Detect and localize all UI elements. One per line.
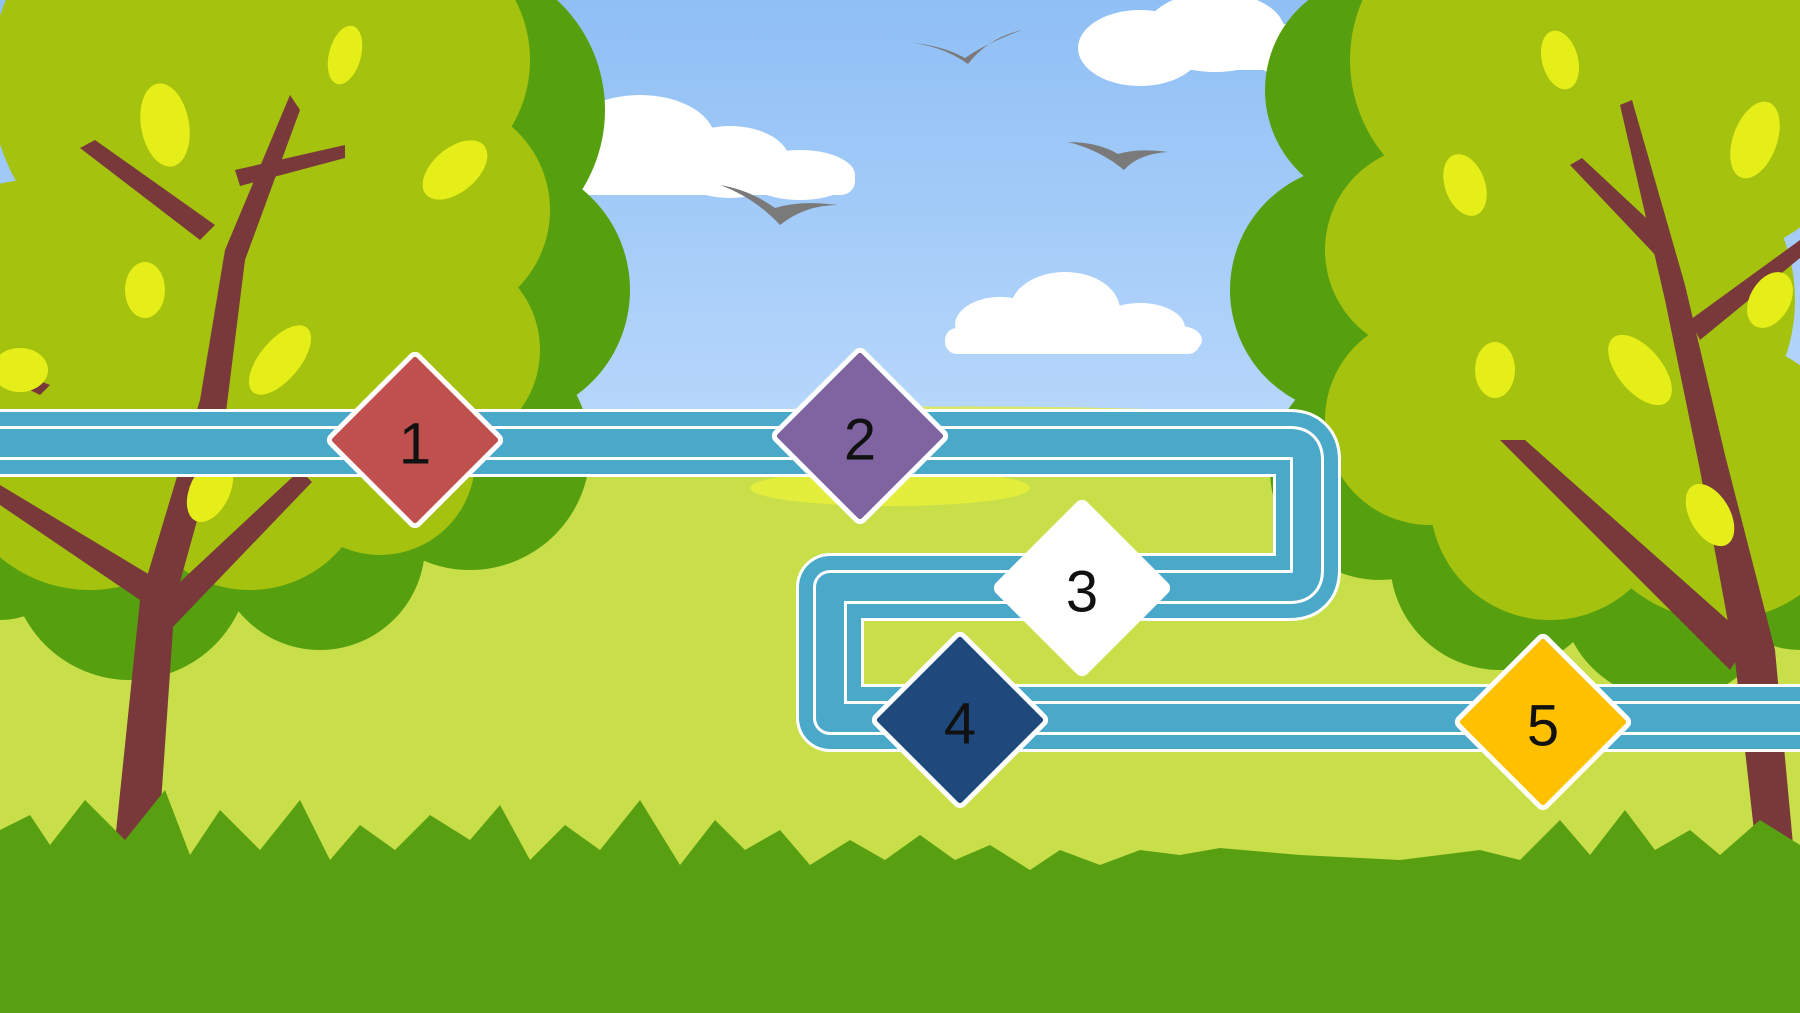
tree-leaves (0, 25, 1793, 547)
level-node-3[interactable]: 3 (993, 499, 1171, 677)
level-node-1-diamond (326, 351, 504, 529)
level-node-4-label: 4 (944, 692, 976, 757)
level-node-3-label: 3 (1066, 560, 1098, 625)
level-path (0, 409, 1800, 752)
level-node-5[interactable]: 5 (1454, 633, 1632, 811)
level-node-1[interactable]: 1 (326, 351, 504, 529)
grass-foreground (0, 790, 1800, 1013)
cloud-middle (945, 272, 1202, 354)
level-node-5-label: 5 (1527, 694, 1559, 759)
level-node-4-diamond (871, 631, 1049, 809)
level-node-2-diamond (771, 347, 949, 525)
level-node-1-label: 1 (399, 412, 431, 477)
level-node-5-diamond (1454, 633, 1632, 811)
level-node-2[interactable]: 2 (771, 347, 949, 525)
bird-icon (902, 30, 1022, 64)
bird-icon (1068, 142, 1168, 170)
level-node-4[interactable]: 4 (871, 631, 1049, 809)
tree-left-trunk (0, 95, 345, 890)
level-node-2-label: 2 (844, 408, 876, 473)
level-node-3-diamond (993, 499, 1171, 677)
cloud-top-left (565, 95, 855, 200)
bird-icon (720, 185, 838, 225)
